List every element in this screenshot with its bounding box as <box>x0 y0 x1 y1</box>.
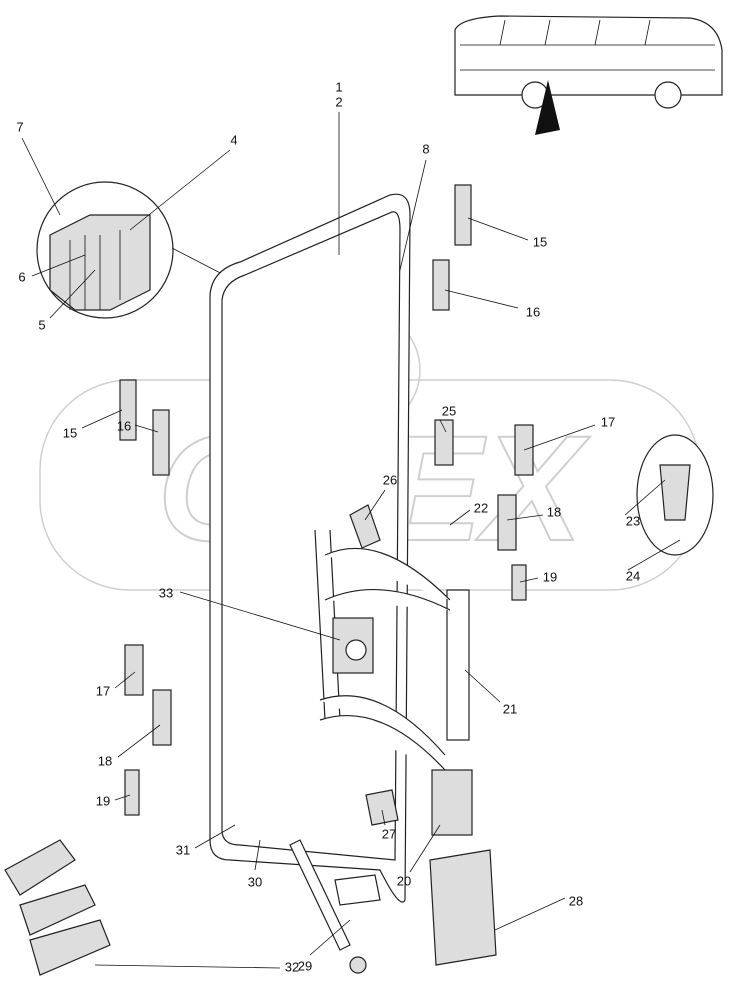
part-label-8: 8 <box>422 141 429 156</box>
part-label-31: 31 <box>176 842 190 857</box>
part-label-21: 21 <box>503 701 517 716</box>
bus-thumbnail <box>454 15 723 135</box>
part-label-33: 33 <box>159 585 173 600</box>
step-assembly <box>4 839 111 976</box>
part-label-19a: 19 <box>543 569 557 584</box>
part-label-20: 20 <box>397 873 411 888</box>
part-label-28: 28 <box>569 893 583 908</box>
part-label-26: 26 <box>383 472 397 487</box>
part-label-17b: 17 <box>96 683 110 698</box>
part-label-15b: 15 <box>63 425 77 440</box>
part-label-5: 5 <box>38 317 45 332</box>
part-label-18b: 18 <box>98 753 112 768</box>
part-label-32: 32 <box>285 959 299 974</box>
part-label-18a: 18 <box>547 504 561 519</box>
part-label-19b: 19 <box>96 793 110 808</box>
part-label-24: 24 <box>626 568 640 583</box>
leader-lines <box>21 112 681 969</box>
pivot-detail <box>636 434 714 556</box>
hardware-brackets <box>119 184 534 816</box>
part-label-16b: 16 <box>117 418 131 433</box>
part-label-29: 29 <box>298 958 312 973</box>
part-label-15a: 15 <box>533 234 547 249</box>
part-label-27: 27 <box>382 826 396 841</box>
part-label-23: 23 <box>626 513 640 528</box>
part-label-22: 22 <box>474 500 488 515</box>
seal-detail-inset <box>36 181 231 319</box>
part-label-6: 6 <box>18 269 25 284</box>
part-label-30: 30 <box>248 874 262 889</box>
arrow-indicator <box>535 80 560 135</box>
part-label-7: 7 <box>16 119 23 134</box>
part-label-16a: 16 <box>526 304 540 319</box>
part-label-25: 25 <box>442 403 456 418</box>
part-label-2: 2 <box>335 94 342 109</box>
part-label-4: 4 <box>230 132 237 147</box>
door-column <box>289 504 497 974</box>
part-label-1: 1 <box>335 79 342 94</box>
part-label-17a: 17 <box>601 414 615 429</box>
